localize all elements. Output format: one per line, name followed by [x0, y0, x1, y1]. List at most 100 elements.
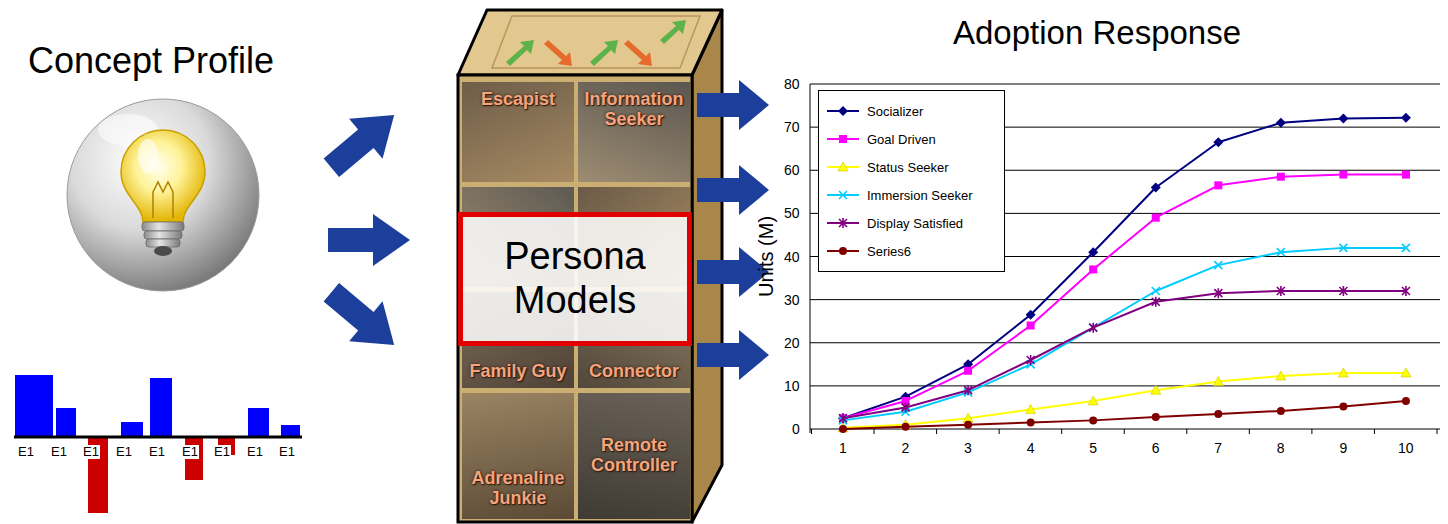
factor-label: E1	[17, 445, 35, 459]
x-marker	[1089, 324, 1097, 332]
persona-tile: Adrenaline Junkie	[462, 393, 574, 519]
persona-tile: Remote Controller	[578, 393, 690, 519]
star-marker	[1214, 288, 1222, 298]
legend-sample	[825, 104, 861, 118]
triangle-marker	[1401, 368, 1411, 377]
persona-name: Escapist	[462, 90, 574, 110]
axis-title: Units (M)	[755, 215, 778, 296]
circle-marker	[902, 423, 910, 431]
x-tick	[1437, 429, 1438, 434]
star-marker	[1152, 297, 1160, 307]
star-marker	[902, 402, 910, 412]
y-tick-label: 0	[792, 421, 800, 437]
x-tick	[1311, 429, 1312, 434]
square-marker	[964, 367, 972, 375]
persona-name: Adrenaline Junkie	[462, 469, 574, 509]
diamond-marker	[1276, 118, 1286, 128]
factor-label: E1	[181, 445, 199, 459]
square-marker	[839, 135, 847, 143]
diamond-marker	[1338, 114, 1348, 124]
diamond-marker	[1401, 113, 1411, 123]
legend-text: Series6	[867, 244, 911, 259]
section-heading: Concept Profile	[28, 40, 274, 81]
y-tick-label: 10	[784, 378, 800, 394]
data-series	[839, 286, 1410, 423]
x-tick-label: 4	[1027, 440, 1035, 456]
x-tick-label: 1	[839, 440, 847, 456]
x-tick-label: 6	[1152, 440, 1160, 456]
legend-sample	[825, 188, 861, 202]
circle-marker	[1214, 410, 1222, 418]
x-tick-label: 2	[902, 440, 910, 456]
gridline	[810, 299, 1440, 300]
series-line	[843, 248, 1406, 421]
x-tick-label: 7	[1214, 440, 1222, 456]
y-tick-label: 30	[784, 292, 800, 308]
factor-label: E1	[82, 445, 100, 459]
square-marker	[1402, 171, 1410, 179]
x-marker	[1277, 248, 1285, 256]
box-title: Persona Models	[463, 235, 687, 322]
y-tick-label: 60	[784, 162, 800, 178]
legend-sample	[825, 132, 861, 146]
x-marker	[1339, 244, 1347, 252]
x-marker	[1214, 261, 1222, 269]
star-marker	[964, 385, 972, 395]
factor-label: E1	[115, 445, 133, 459]
gridline	[810, 342, 1440, 343]
triangle-marker	[1151, 385, 1161, 394]
square-marker	[1277, 173, 1285, 181]
star-marker	[1089, 323, 1097, 333]
x-tick	[874, 429, 875, 434]
circle-marker	[1277, 407, 1285, 415]
y-tick-label: 20	[784, 335, 800, 351]
lightbulb-icon	[67, 99, 259, 291]
square-marker	[1089, 265, 1097, 273]
star-marker	[1277, 286, 1285, 296]
legend-entry: Series6	[819, 237, 1004, 265]
circle-marker	[1089, 416, 1097, 424]
y-tick-label: 40	[784, 249, 800, 265]
square-marker	[1214, 181, 1222, 189]
circle-marker	[1339, 403, 1347, 411]
factor-label: E1	[246, 445, 264, 459]
triangle-marker	[1276, 371, 1286, 380]
legend-entry: Socializer	[819, 97, 1004, 125]
x-marker	[1402, 244, 1410, 252]
persona-name: Information Seeker	[578, 90, 690, 130]
circle-marker	[1027, 419, 1035, 427]
circle-marker	[839, 247, 847, 255]
y-tick-label: 50	[784, 205, 800, 221]
x-tick-label: 8	[1277, 440, 1285, 456]
x-tick	[1186, 429, 1187, 434]
legend-entry: Immersion Seeker	[819, 181, 1004, 209]
persona-name: Connector	[578, 362, 690, 382]
square-marker	[1027, 322, 1035, 330]
persona-cube	[458, 10, 722, 522]
star-marker	[839, 413, 847, 423]
triangle-marker	[838, 162, 848, 171]
legend-box: SocializerGoal DrivenStatus SeekerImmers…	[818, 90, 1005, 272]
triangle-marker	[1088, 396, 1098, 405]
x-tick	[811, 429, 812, 434]
circle-marker	[1152, 413, 1160, 421]
diamond-marker	[1151, 183, 1161, 193]
y-tick-label: 70	[784, 119, 800, 135]
block-arrows	[315, 95, 411, 365]
x-tick	[1249, 429, 1250, 434]
y-tick-label: 80	[784, 76, 800, 92]
legend-entry: Display Satisfied	[819, 209, 1004, 237]
triangle-marker	[1338, 368, 1348, 377]
series-line	[843, 401, 1406, 429]
x-tick-label: 5	[1089, 440, 1097, 456]
x-tick	[999, 429, 1000, 434]
x-tick-label: 9	[1339, 440, 1347, 456]
gridline	[810, 84, 1440, 85]
triangle-marker	[1026, 405, 1036, 414]
persona-tile: Information Seeker	[578, 82, 690, 182]
legend-text: Socializer	[867, 104, 923, 119]
diamond-marker	[1026, 310, 1036, 320]
legend-text: Goal Driven	[867, 132, 936, 147]
data-series	[838, 368, 1411, 432]
